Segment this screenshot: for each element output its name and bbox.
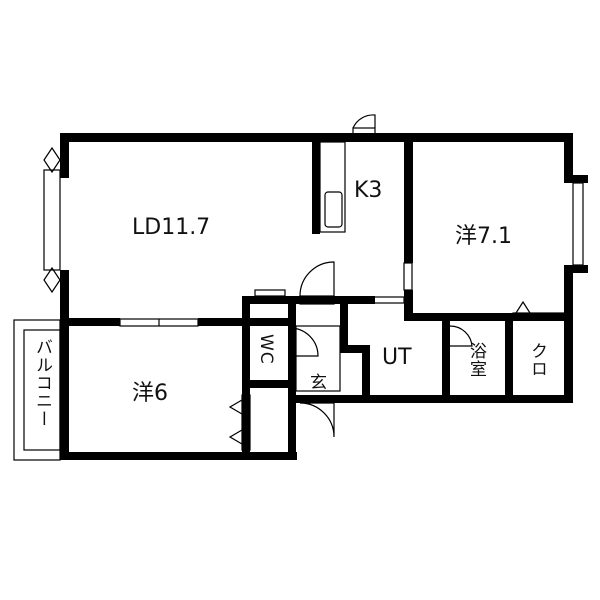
- closet-door-top: [254, 289, 286, 297]
- wall-left-lower: [60, 270, 69, 460]
- wall-bottom-units: [288, 395, 573, 403]
- entrance-door-swing: [299, 402, 335, 438]
- room6-closet-tri-b: [228, 429, 243, 445]
- entrance-hall: [295, 325, 341, 392]
- wall-bedroom-bottom: [404, 313, 573, 321]
- room-label-kitchen: K3: [354, 178, 383, 203]
- room-label-western-large: 洋7.1: [455, 224, 512, 249]
- wall-ld-bedroom: [404, 133, 413, 263]
- ld-door: [299, 295, 335, 305]
- balcony-inner: [23, 329, 61, 451]
- wall-bath-closet: [505, 320, 513, 400]
- wall-hall-top-b: [335, 296, 375, 304]
- wall-window-cap-bottom: [564, 265, 588, 273]
- wall-wc-top: [242, 296, 297, 304]
- room-label-closet: クロ: [527, 342, 547, 378]
- window-right: [572, 182, 584, 266]
- wall-hall-top: [285, 296, 355, 304]
- wall-ut-bath: [442, 320, 450, 400]
- wall-bottom-room6: [60, 452, 297, 460]
- room6-closet-door: [241, 394, 251, 451]
- wall-wc-right: [288, 296, 296, 460]
- kitchen-door: [352, 127, 376, 138]
- bath-door-swing: [449, 325, 473, 347]
- wall-ld-bottom-a: [60, 318, 120, 326]
- fixtures: [13, 114, 584, 461]
- closet-triangle: [515, 300, 531, 314]
- closet-door: [512, 312, 566, 321]
- bedroom-door: [403, 262, 413, 291]
- wall-ut-step-h: [340, 345, 370, 353]
- room-label-bath: 浴室: [466, 342, 486, 378]
- window-corner-bottom: [43, 266, 61, 294]
- wall-ld-bedroom-lower: [404, 290, 413, 320]
- wall-right-lower: [564, 265, 573, 403]
- kitchen-counter: [319, 141, 346, 233]
- wall-ut-left: [362, 345, 370, 400]
- wall-left-upper: [60, 133, 69, 178]
- sink: [324, 191, 343, 228]
- wall-right-upper: [564, 133, 573, 178]
- wc-door-swing: [289, 327, 319, 357]
- ld-door-swing: [299, 261, 335, 297]
- room-label-entrance: 玄: [310, 373, 327, 393]
- wall-wc-left: [242, 296, 250, 460]
- window-corner-top: [43, 146, 61, 174]
- room-label-ld: LD11.7: [132, 215, 211, 240]
- wall-window-cap-top: [564, 175, 588, 183]
- ut-sliding-door: [371, 296, 405, 304]
- room-label-balcony: バルコニー: [32, 338, 52, 428]
- room-label-utility: UT: [382, 345, 412, 370]
- room-label-western-small: 洋6: [132, 381, 168, 406]
- wall-ut-step: [340, 300, 348, 350]
- wall-kitchen: [312, 142, 320, 234]
- walls: [60, 133, 588, 460]
- wall-wc-bottom: [242, 380, 296, 388]
- room-label-wc: WC: [256, 334, 276, 365]
- room6-closet-tri-a: [228, 399, 243, 415]
- wall-top: [60, 133, 573, 142]
- kitchen-door-swing: [352, 114, 376, 129]
- bay-window-left: [43, 169, 61, 271]
